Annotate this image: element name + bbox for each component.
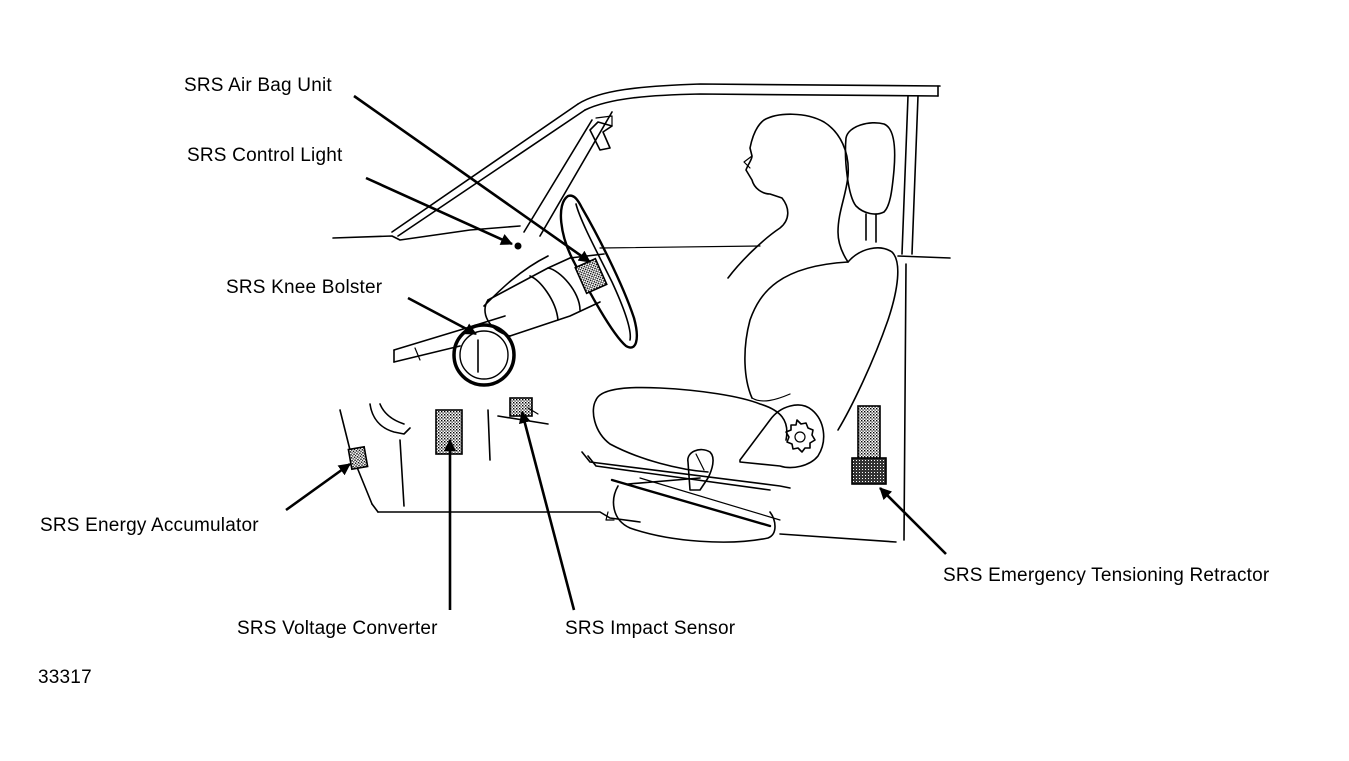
label-energy-accumulator: SRS Energy Accumulator [40, 515, 259, 536]
seat [581, 122, 899, 543]
leader-lines [285, 94, 947, 611]
energy-accumulator-shape [347, 445, 369, 471]
steering-wheel [484, 194, 638, 349]
knee-bolster-shape [452, 323, 516, 387]
occupant-figure [727, 113, 850, 279]
figure-number: 33317 [38, 667, 92, 688]
emergency-tensioning-retractor-shape [851, 405, 887, 485]
label-impact-sensor: SRS Impact Sensor [565, 618, 736, 639]
car-body-outline [332, 83, 951, 543]
label-knee-bolster: SRS Knee Bolster [226, 277, 383, 298]
label-voltage-converter: SRS Voltage Converter [237, 618, 438, 639]
control-light-shape [514, 242, 522, 250]
label-emergency-tensioning-retractor: SRS Emergency Tensioning Retractor [943, 565, 1270, 586]
label-control-light: SRS Control Light [187, 145, 343, 166]
label-air-bag-unit: SRS Air Bag Unit [184, 75, 332, 96]
air-bag-unit-shape [574, 257, 608, 295]
